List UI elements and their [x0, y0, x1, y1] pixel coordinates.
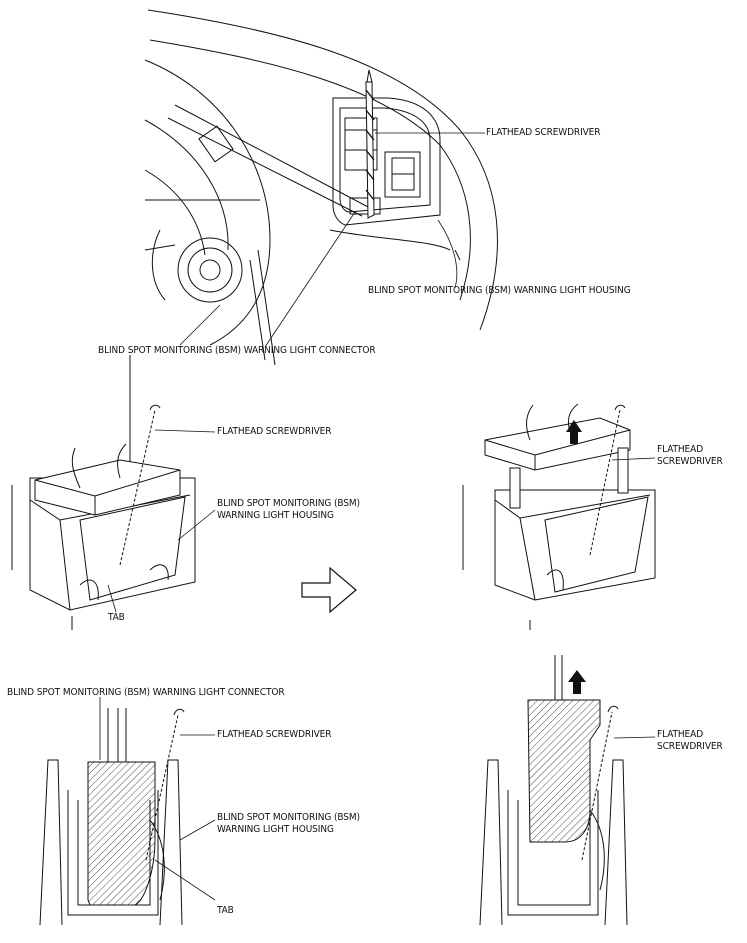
up-arrow-filled-icon: [568, 670, 586, 694]
middle-left-illustration: [12, 355, 195, 630]
label-mid-left-screwdriver: FLATHEAD SCREWDRIVER: [217, 426, 332, 437]
middle-right-leaders: [612, 458, 655, 460]
up-arrow-filled-icon: [566, 420, 582, 444]
label-bottom-left-housing: BLIND SPOT MONITORING (BSM) WARNING LIGH…: [217, 812, 360, 835]
top-leader-lines: [180, 133, 485, 347]
bottom-left-illustration: [40, 708, 184, 925]
bottom-left-leaders: [100, 697, 215, 900]
middle-left-leaders: [108, 430, 215, 612]
label-top-connector: BLIND SPOT MONITORING (BSM) WARNING LIGH…: [98, 345, 376, 356]
label-top-screwdriver: FLATHEAD SCREWDRIVER: [486, 127, 601, 138]
bottom-right-illustration: [480, 655, 627, 925]
label-bottom-right-screwdriver: FLATHEAD SCREWDRIVER: [657, 729, 723, 752]
label-top-housing: BLIND SPOT MONITORING (BSM) WARNING LIGH…: [368, 285, 631, 296]
bottom-right-leaders: [614, 737, 655, 738]
label-bottom-left-screwdriver: FLATHEAD SCREWDRIVER: [217, 729, 332, 740]
label-bottom-left-connector: BLIND SPOT MONITORING (BSM) WARNING LIGH…: [7, 687, 285, 698]
label-bottom-left-tab: TAB: [217, 905, 234, 916]
right-arrow-outline-icon: [302, 568, 356, 612]
middle-right-illustration: [463, 404, 655, 630]
label-mid-left-housing: BLIND SPOT MONITORING (BSM) WARNING LIGH…: [217, 498, 360, 521]
top-view-illustration: [145, 10, 497, 365]
label-mid-right-screwdriver: FLATHEAD SCREWDRIVER: [657, 444, 723, 467]
label-mid-left-tab: TAB: [108, 612, 125, 623]
